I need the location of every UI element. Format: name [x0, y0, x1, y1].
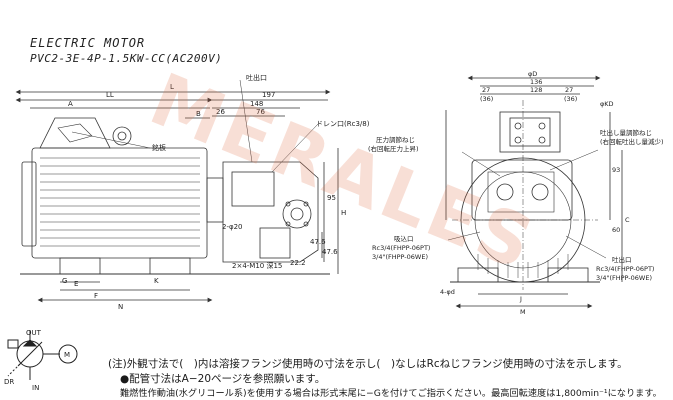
- drain-line: [7, 363, 21, 377]
- label-36-left: (36): [480, 95, 493, 103]
- label-g: G: [62, 277, 67, 285]
- label-suction-rc: Rc3/4(FHPP-06PT): [372, 244, 430, 252]
- pump-front-body: [471, 159, 573, 221]
- fan-cover: [21, 161, 37, 247]
- label-suction: 吸込口: [394, 234, 414, 243]
- label-in: IN: [32, 384, 39, 392]
- label-out: OUT: [26, 329, 42, 337]
- label-60: 60: [612, 226, 620, 234]
- motor-foot-right: [149, 257, 191, 275]
- front-foot-left: [457, 267, 499, 283]
- note-dimensions: (注)外観寸法で( )内は溶接フランジ使用時の寸法を示し( )なしはRcねじフラ…: [108, 358, 628, 370]
- pump-top-cover: [509, 117, 551, 147]
- label-flow-adj: 吐出し量調節ねじ: [600, 128, 652, 137]
- pump-lower-block: [259, 227, 291, 259]
- coupling: [206, 177, 224, 223]
- variable-arrow: [17, 341, 43, 367]
- label-27-right: 27: [565, 86, 573, 94]
- side-view: [15, 79, 339, 303]
- pump-cover: [231, 171, 275, 207]
- label-b: B: [196, 110, 201, 118]
- label-128: 128: [530, 86, 542, 94]
- motor-symbol-circle: [58, 344, 78, 364]
- label-suction-flange: 3/4"(FHPP-06WE): [372, 253, 428, 261]
- symbol-labels: OUT IN DR M: [4, 329, 70, 392]
- pump-triangle: [22, 339, 38, 347]
- front-view: [445, 75, 623, 309]
- front-foot-right: [547, 267, 589, 283]
- label-flow-adj-dir: (右回転吐出し量減少): [600, 137, 664, 146]
- pump-port-flange: [282, 199, 312, 229]
- leader-drain: [271, 123, 319, 173]
- label-47-6-a: 47.6: [310, 238, 326, 246]
- label-n: N: [118, 303, 123, 311]
- label-h: H: [341, 209, 346, 217]
- label-93: 93: [612, 166, 620, 174]
- label-26: 26: [216, 108, 225, 116]
- label-47-6-b: 47.6: [322, 248, 338, 256]
- terminal-box: [39, 117, 111, 149]
- note-piping: ●配管寸法はA−20ページを参照願います。: [120, 373, 326, 385]
- leader-front-outlet: [565, 235, 607, 259]
- label-front-outlet-flange: 3/4"(FHPP-06WE): [596, 274, 652, 282]
- label-k: K: [154, 277, 159, 285]
- label-f: F: [94, 292, 98, 300]
- label-nameplate: 銘板: [152, 143, 166, 152]
- hydraulic-symbol: [7, 330, 78, 380]
- label-m: M: [64, 351, 70, 359]
- label-m: M: [520, 308, 526, 316]
- label-95: 95: [327, 194, 336, 202]
- handwritten-title-line2: PVC2-3E-4P-1.5KW-CC(AC200V): [30, 52, 223, 65]
- label-197: 197: [262, 91, 275, 99]
- note-fluid: 難燃性作動油(水グリコール系)を使用する場合は形式末尾に−Gを付けてご指示くださ…: [120, 388, 662, 399]
- label-36-right: (36): [564, 95, 577, 103]
- label-front-outlet: 吐出口: [612, 255, 632, 264]
- label-a: A: [68, 100, 73, 108]
- front-view-labels: φD 136 27 27 128 (36) (36) φKD 93 4-φd J…: [368, 70, 664, 316]
- label-136: 136: [530, 78, 542, 86]
- compensator-box: [7, 339, 19, 349]
- label-l: L: [170, 83, 174, 91]
- label-bolt-holes: 2×4-M10 深15: [232, 261, 282, 270]
- label-2-phi20: 2-φ20: [222, 223, 243, 231]
- label-drain: ドレン口(Rc3/8): [316, 120, 370, 128]
- label-outlet: 吐出口: [246, 73, 267, 82]
- side-view-labels: L LL 197 A 148 B 26 76 2-φ20 E F G K N H…: [62, 73, 370, 311]
- leader-outlet: [239, 79, 253, 163]
- label-dr: DR: [4, 378, 14, 386]
- label-front-outlet-rc: Rc3/4(FHPP-06PT): [596, 265, 654, 273]
- label-76: 76: [256, 108, 265, 116]
- label-pressure-adj-dir: (右回転圧力上昇): [368, 144, 419, 153]
- label-22-2: 22.2: [290, 259, 306, 267]
- label-phikd: φKD: [600, 100, 614, 108]
- label-ll: LL: [106, 91, 114, 99]
- leader-pressure: [461, 151, 501, 177]
- nameplate-plate: [57, 123, 93, 143]
- eye-bolt: [112, 126, 132, 146]
- label-pressure-adj: 圧力調節ねじ: [376, 135, 415, 144]
- motor-foot-left: [59, 257, 101, 275]
- motor-fins: [40, 157, 200, 247]
- motor-body: [31, 147, 208, 259]
- label-27-left: 27: [482, 86, 490, 94]
- leader-suction: [447, 231, 481, 241]
- label-148: 148: [250, 100, 263, 108]
- label-4-phid: 4-φd: [440, 288, 455, 296]
- leader-nameplate: [71, 131, 151, 149]
- label-c: C: [625, 216, 630, 224]
- pump-top-block: [499, 111, 561, 153]
- label-phid: φD: [528, 70, 537, 78]
- label-j: J: [519, 295, 522, 303]
- leader-flow: [549, 149, 599, 171]
- label-e: E: [74, 280, 78, 288]
- handwritten-title-line1: ELECTRIC MOTOR: [30, 36, 146, 50]
- pump-body: [222, 161, 319, 263]
